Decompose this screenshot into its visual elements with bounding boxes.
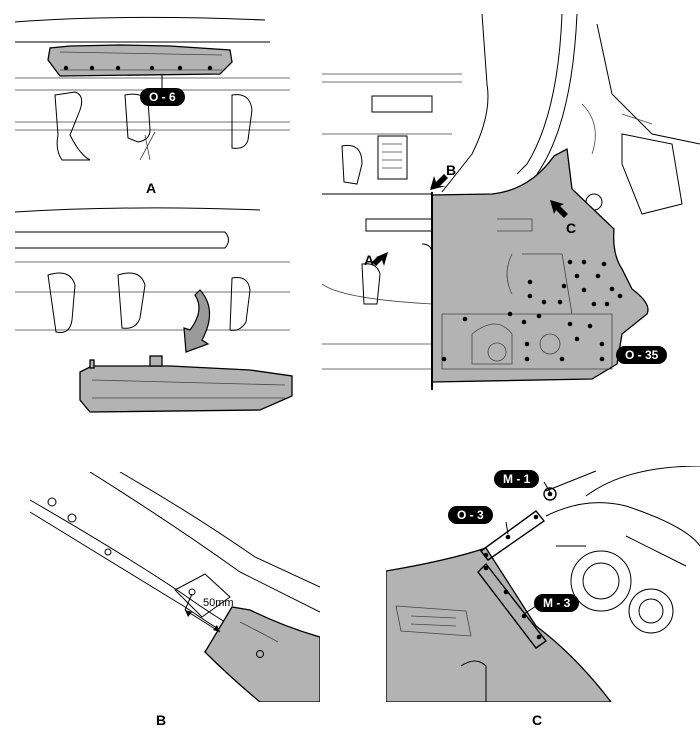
main-view-illustration <box>322 14 700 390</box>
arrow-c-icon <box>550 200 568 218</box>
dimension-label: 50mm <box>203 597 234 609</box>
spot-weld-dots-top <box>63 65 213 71</box>
view-label-c: C <box>532 712 543 728</box>
view-c-illustration <box>386 466 700 702</box>
quarter-panel-section <box>431 147 649 383</box>
spec-tag-o6: O - 6 <box>140 88 185 106</box>
removal-arrow <box>183 289 211 353</box>
arrow-b-icon <box>430 174 448 190</box>
spec-tag-o35: O - 35 <box>616 346 668 364</box>
view-a-illustration <box>14 16 293 413</box>
panel-view-c: M - 1 O - 3 M - 3 <box>386 466 700 702</box>
view-label-b: B <box>156 712 167 728</box>
view-b-illustration <box>29 472 320 702</box>
arrow-label-c: C <box>566 220 577 236</box>
panel-view-b: 50mm <box>20 472 320 702</box>
view-label-a: A <box>146 180 157 196</box>
spec-tag-o3: O - 3 <box>448 506 493 524</box>
spot-weld-dots-main <box>441 259 623 362</box>
spec-tag-m1: M - 1 <box>494 470 540 488</box>
cut-section-part <box>204 606 320 702</box>
quarter-panel-c <box>386 547 612 702</box>
arrow-a-icon <box>372 252 388 266</box>
spec-tag-m3: M - 3 <box>534 594 580 612</box>
arrow-label-a: A <box>364 252 375 268</box>
arrow-label-b: B <box>446 162 457 178</box>
panel-main-view: B A C O - 35 <box>322 14 700 390</box>
spot-weld-dots-c <box>483 491 553 640</box>
rail-part-removed <box>79 365 293 413</box>
panel-view-a: O - 6 A <box>0 0 300 420</box>
rail-part-installed <box>47 44 233 77</box>
